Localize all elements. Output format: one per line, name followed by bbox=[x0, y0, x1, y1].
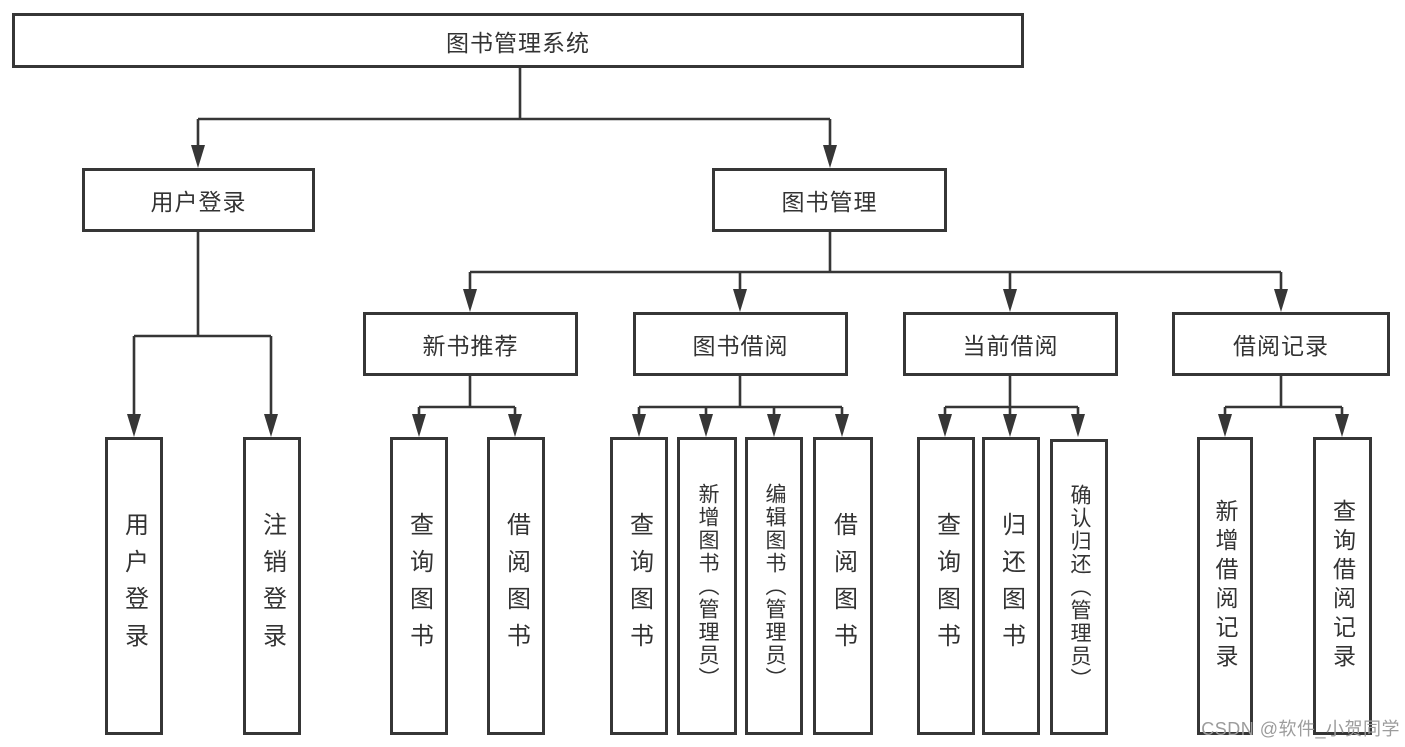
leaf-add-book-admin: 新增图书（管理员） bbox=[677, 437, 737, 735]
node-user-login-label: 用户登录 bbox=[150, 189, 247, 215]
leaf-borrow-book-2-label: 借阅图书 bbox=[829, 512, 857, 660]
leaf-edit-book-admin-label: 编辑图书（管理员） bbox=[763, 482, 786, 690]
leaf-query-book-3: 查询图书 bbox=[917, 437, 975, 735]
leaf-edit-book-admin: 编辑图书（管理员） bbox=[745, 437, 803, 735]
leaf-add-borrow-record-label: 新增借阅记录 bbox=[1212, 499, 1238, 673]
node-book-borrow-label: 图书借阅 bbox=[692, 333, 789, 359]
leaf-return-book-label: 归还图书 bbox=[997, 512, 1025, 660]
connector-paths bbox=[132, 68, 1344, 417]
leaf-query-book-1: 查询图书 bbox=[390, 437, 448, 735]
leaf-logout: 注销登录 bbox=[243, 437, 301, 735]
leaf-user-login: 用户登录 bbox=[105, 437, 163, 735]
node-borrow-record: 借阅记录 bbox=[1172, 312, 1390, 376]
leaf-add-book-admin-label: 新增图书（管理员） bbox=[696, 482, 719, 690]
csdn-watermark: CSDN @软件_小贺同学 bbox=[1201, 719, 1400, 739]
leaf-borrow-book-1-label: 借阅图书 bbox=[502, 512, 530, 660]
leaf-add-borrow-record: 新增借阅记录 bbox=[1197, 437, 1253, 735]
leaf-confirm-return-admin: 确认归还（管理员） bbox=[1050, 439, 1108, 735]
node-root-label: 图书管理系统 bbox=[446, 29, 590, 56]
node-user-login: 用户登录 bbox=[82, 168, 315, 232]
node-borrow-record-label: 借阅记录 bbox=[1233, 333, 1329, 359]
node-current-borrow: 当前借阅 bbox=[903, 312, 1118, 376]
node-current-borrow-label: 当前借阅 bbox=[962, 333, 1059, 359]
leaf-query-book-2-label: 查询图书 bbox=[625, 512, 653, 660]
node-book-manage-label: 图书管理 bbox=[781, 189, 878, 215]
leaf-borrow-book-1: 借阅图书 bbox=[487, 437, 545, 735]
leaf-query-borrow-record: 查询借阅记录 bbox=[1313, 437, 1372, 735]
leaf-query-borrow-record-label: 查询借阅记录 bbox=[1329, 499, 1356, 673]
arrowheads bbox=[127, 145, 1349, 437]
node-root: 图书管理系统 bbox=[12, 13, 1024, 68]
leaf-return-book: 归还图书 bbox=[982, 437, 1040, 735]
leaf-query-book-1-label: 查询图书 bbox=[405, 512, 433, 660]
leaf-query-book-2: 查询图书 bbox=[610, 437, 668, 735]
node-book-manage: 图书管理 bbox=[712, 168, 947, 232]
leaf-borrow-book-2: 借阅图书 bbox=[813, 437, 873, 735]
node-new-book-recommend: 新书推荐 bbox=[363, 312, 578, 376]
node-book-borrow: 图书借阅 bbox=[633, 312, 848, 376]
leaf-confirm-return-admin-label: 确认归还（管理员） bbox=[1068, 483, 1091, 691]
node-new-book-recommend-label: 新书推荐 bbox=[422, 333, 519, 359]
leaf-user-login-label: 用户登录 bbox=[120, 512, 148, 660]
leaf-logout-label: 注销登录 bbox=[258, 512, 286, 660]
leaf-query-book-3-label: 查询图书 bbox=[932, 512, 960, 660]
